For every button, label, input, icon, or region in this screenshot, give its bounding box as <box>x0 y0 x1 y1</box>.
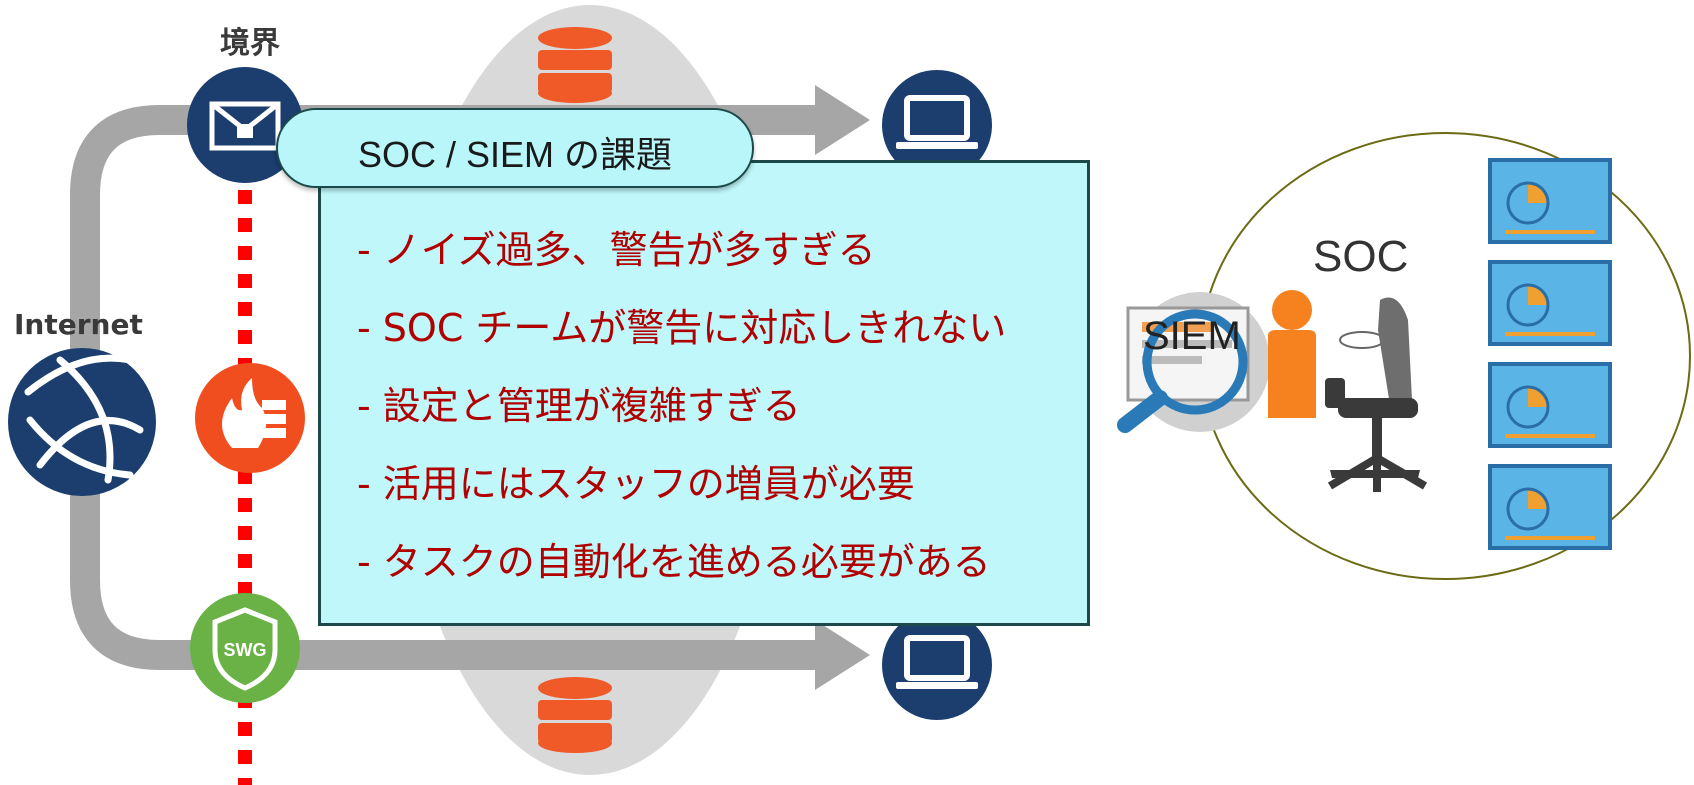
database-icon <box>538 27 612 103</box>
dashboard-icon <box>1488 158 1612 244</box>
challenges-panel: - ノイズ過多、警告が多すぎる - SOC チームが警告に対応しきれない - 設… <box>318 160 1090 626</box>
challenges-title-tab: SOC / SIEM の課題 <box>276 108 754 188</box>
laptop-icon <box>882 70 992 180</box>
siem-label: SIEM <box>1143 314 1241 358</box>
magnifier-icon <box>1117 292 1270 433</box>
laptop-icon <box>882 610 992 720</box>
database-icon <box>538 677 612 753</box>
border-label: 境界 <box>220 26 280 61</box>
soc-label: SOC <box>1313 232 1409 281</box>
arrow-head-top <box>815 85 870 155</box>
email-gateway-icon <box>187 67 303 183</box>
challenge-item: - SOC チームが警告に対応しきれない <box>357 306 1007 350</box>
challenges-title: SOC / SIEM の課題 <box>357 134 673 175</box>
swg-label: SWG <box>224 640 267 660</box>
challenges-list: - ノイズ過多、警告が多すぎる - SOC チームが警告に対応しきれない - 設… <box>357 225 1006 615</box>
dashboard-icon <box>1488 362 1612 448</box>
swg-icon: SWG <box>190 593 300 703</box>
internet-label: Internet <box>14 308 143 341</box>
challenge-item: - ノイズ過多、警告が多すぎる <box>357 228 876 272</box>
challenge-item: - タスクの自動化を進める必要がある <box>357 540 991 584</box>
dashboard-icon <box>1488 260 1612 346</box>
globe-icon <box>8 348 156 496</box>
office-chair-icon <box>1325 297 1428 492</box>
arrow-head-bottom <box>815 620 870 690</box>
firewall-icon <box>195 363 305 473</box>
person-icon <box>1268 290 1316 418</box>
dashboard-icon <box>1488 464 1612 550</box>
challenge-item: - 活用にはスタッフの増員が必要 <box>357 462 915 506</box>
challenge-item: - 設定と管理が複雑すぎる <box>357 384 801 428</box>
